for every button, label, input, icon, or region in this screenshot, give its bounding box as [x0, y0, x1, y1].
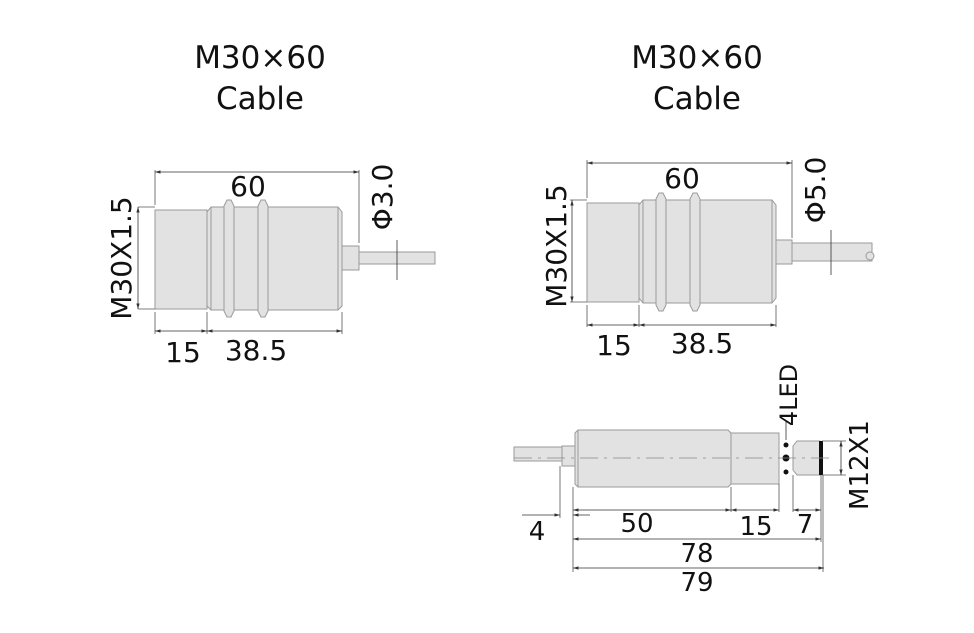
left-front-length-label: 15: [165, 336, 201, 369]
left-title-type: Cable: [215, 81, 304, 117]
connector-length-label: 7: [797, 510, 814, 540]
led-label: 4LED: [775, 364, 803, 426]
left-length-label: 60: [230, 170, 266, 203]
right-title-size: M30×60: [631, 40, 763, 76]
right-drawing-title: M30×60 Cable: [592, 38, 802, 120]
length-79-label: 79: [680, 568, 713, 598]
right-thread-label: M30X1.5: [540, 184, 573, 308]
length-78-label: 78: [680, 539, 713, 569]
rear-length-label: 15: [739, 512, 772, 542]
right-sensor-drawing: 60 M30X1.5 Φ5.0 15 38.5: [540, 157, 875, 362]
right-thread-length-label: 38.5: [671, 327, 733, 360]
right-cable-diameter-label: Φ5.0: [799, 157, 832, 224]
left-cable-diameter-label: Φ3.0: [366, 164, 399, 231]
right-title-type: Cable: [652, 81, 741, 117]
left-thread-length-label: 38.5: [225, 334, 287, 367]
offset-label: 4: [529, 517, 546, 547]
connector-sensor-drawing: 4LED M12X1 4 50 15 7 78 79: [513, 364, 875, 598]
left-drawing-title: M30×60 Cable: [155, 38, 365, 120]
left-thread-label: M30X1.5: [105, 196, 138, 320]
left-title-size: M30×60: [194, 40, 326, 76]
right-front-length-label: 15: [596, 329, 632, 362]
body-length-label: 50: [620, 509, 653, 539]
left-sensor-drawing: 60 M30X1.5 Φ3.0 15 38.5: [105, 164, 436, 369]
connector-thread-label: M12X1: [845, 420, 875, 510]
right-length-label: 60: [664, 162, 700, 195]
